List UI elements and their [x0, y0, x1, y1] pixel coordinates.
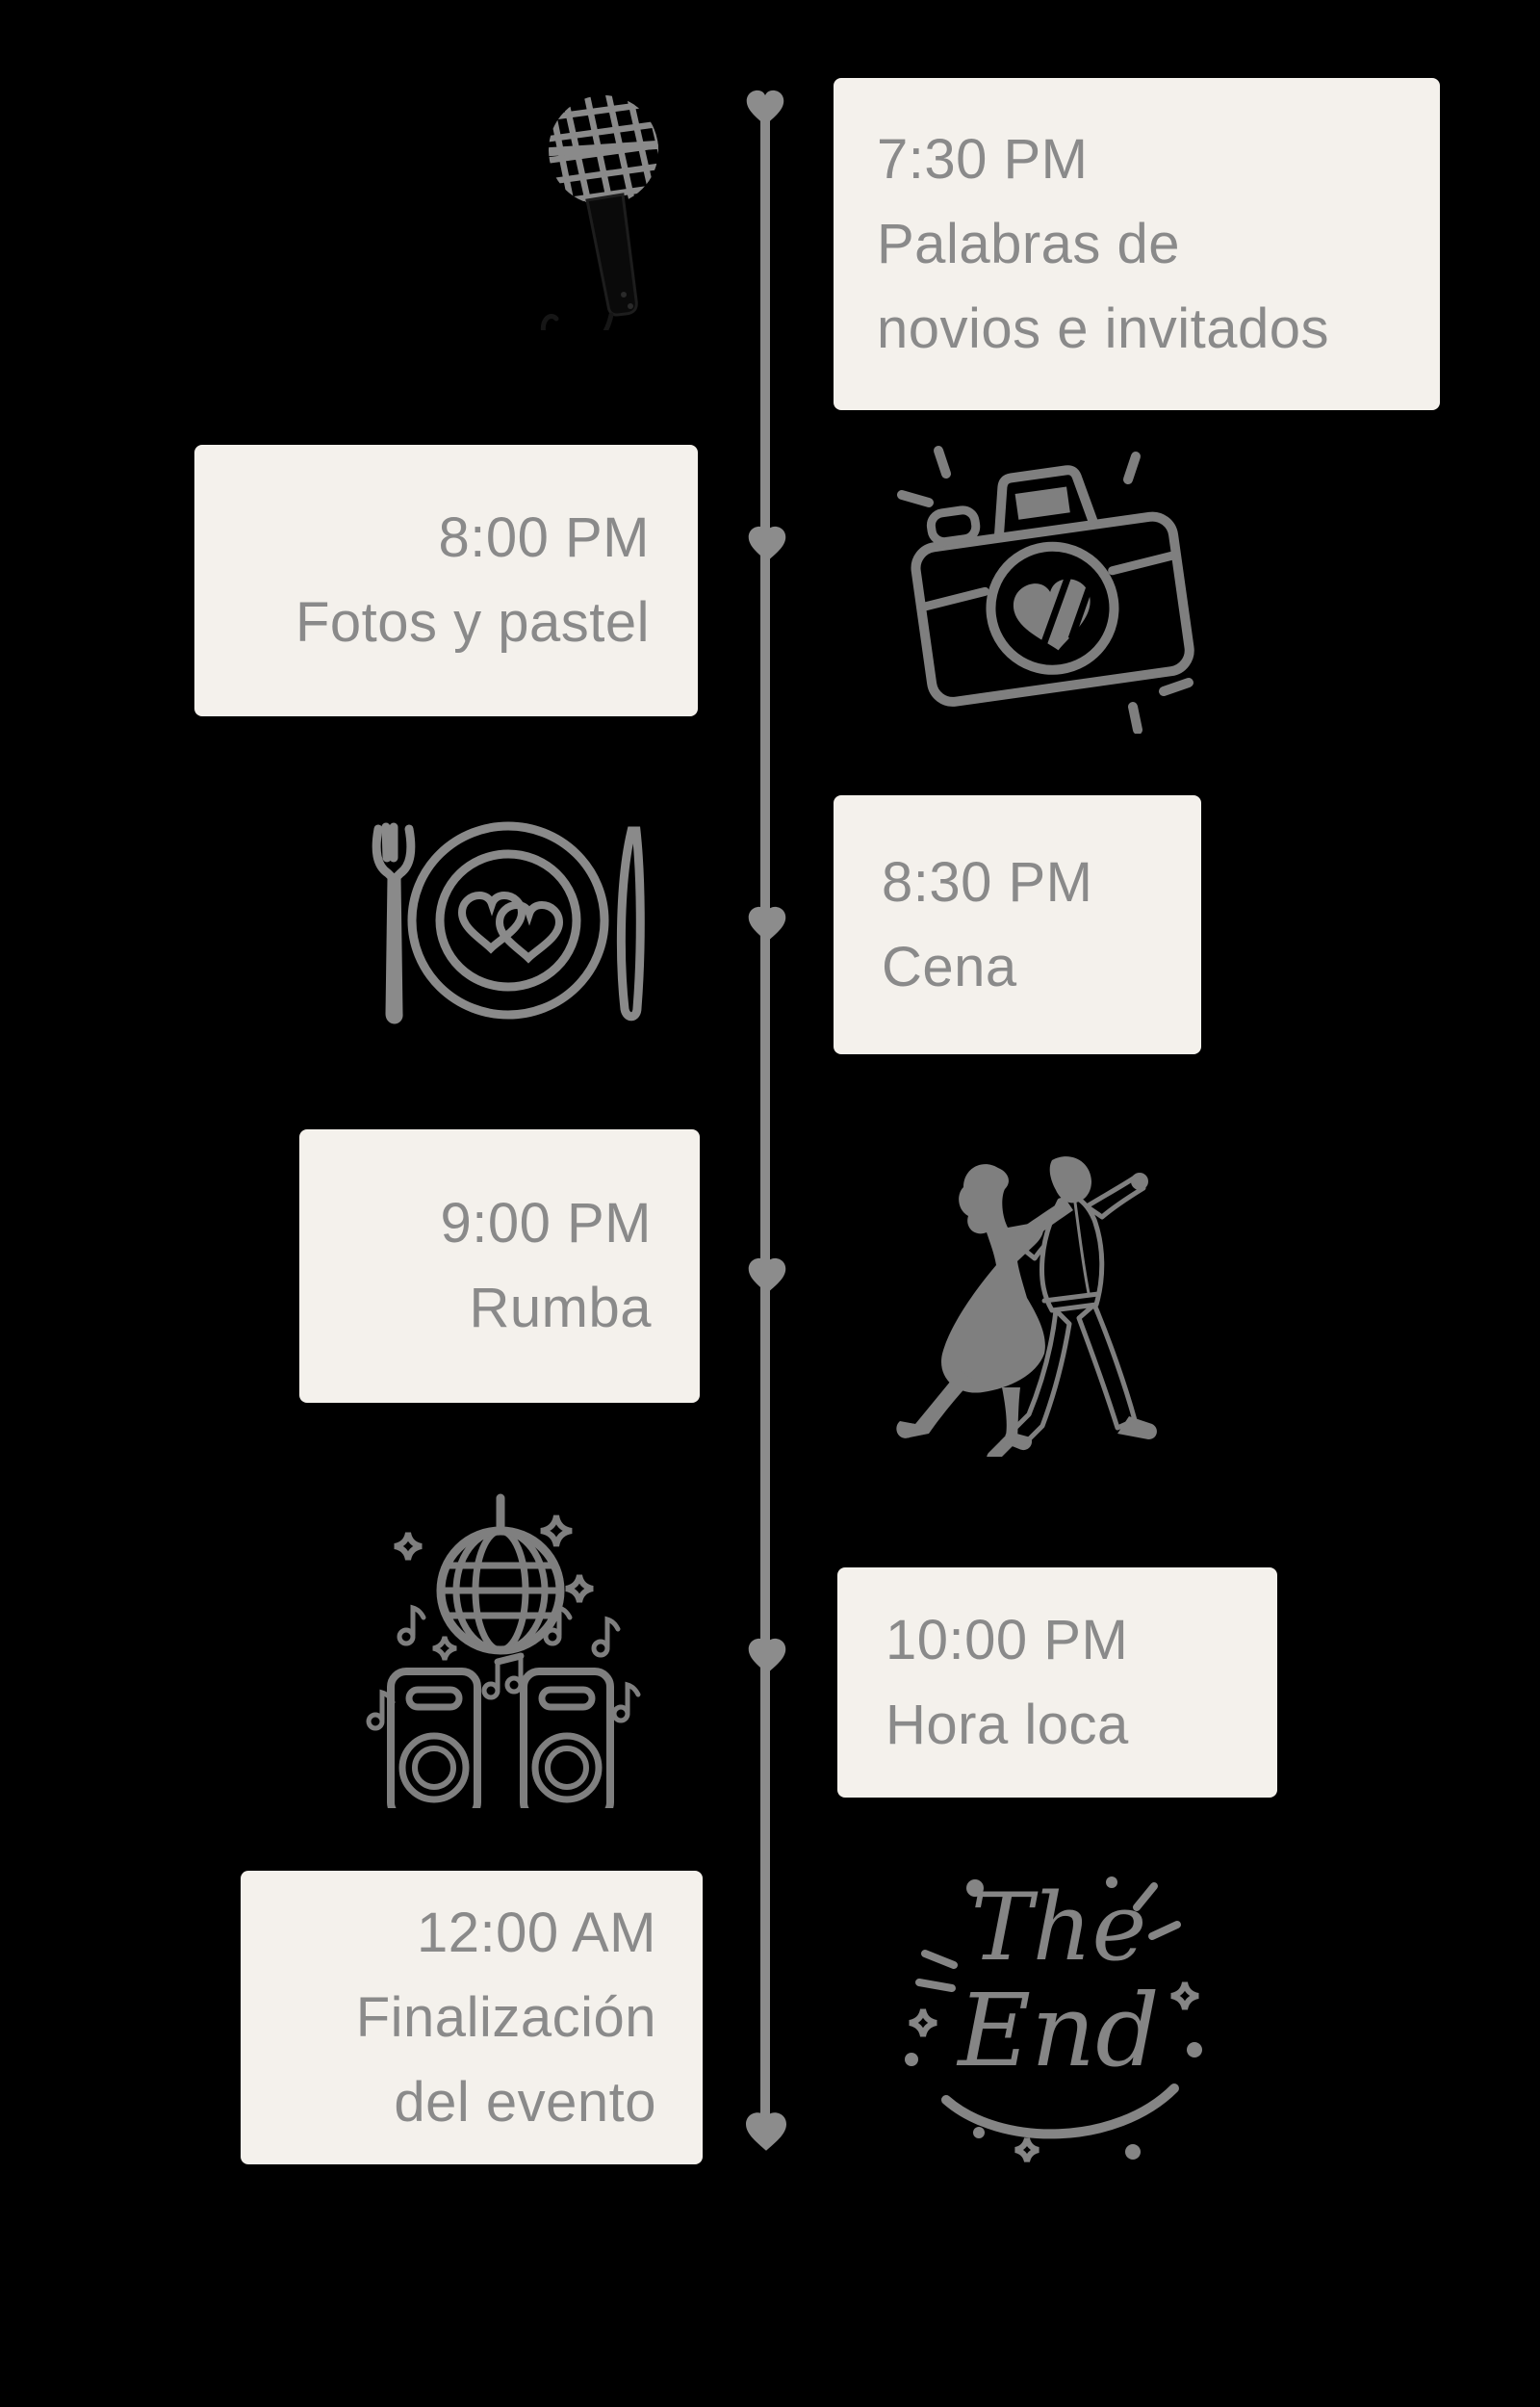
timeline-line: [760, 108, 770, 2134]
event-time: 10:00 PM: [886, 1608, 1129, 1671]
event-card-hora-loca: 10:00 PM Hora loca: [837, 1567, 1277, 1798]
event-card-palabras: 7:30 PM Palabras de novios e invitados: [834, 78, 1440, 410]
event-card-cena: 8:30 PM Cena: [834, 795, 1201, 1054]
the-end-icon: The End: [890, 1861, 1218, 2188]
camera-heart-icon: [890, 435, 1208, 738]
disco-ball-speakers-icon: [348, 1490, 656, 1822]
timeline-node-heart-icon: [746, 1637, 788, 1675]
microphone-icon: [534, 85, 679, 357]
event-title-line: del evento: [394, 2070, 656, 2134]
event-title-line: Hora loca: [886, 1693, 1129, 1756]
event-card-fotos: 8:00 PM Fotos y pastel: [194, 445, 698, 716]
event-time: 9:00 PM: [440, 1192, 652, 1255]
event-title-line: Finalización: [355, 1985, 656, 2049]
dancing-couple-icon: [890, 1139, 1169, 1463]
timeline-end-heart-icon: [743, 2110, 789, 2153]
event-time: 7:30 PM: [877, 127, 1089, 191]
event-title-line: Fotos y pastel: [295, 591, 650, 654]
timeline-start-heart-icon: [744, 89, 786, 127]
event-time: 12:00 AM: [416, 1901, 656, 1964]
the-end-word-end: End: [956, 1972, 1159, 2089]
event-title-line: novios e invitados: [877, 297, 1330, 360]
timeline-node-heart-icon: [746, 1256, 788, 1295]
timeline-node-heart-icon: [746, 525, 788, 563]
event-title-line: Palabras de: [877, 212, 1181, 275]
event-title-line: Cena: [882, 935, 1017, 998]
event-time: 8:30 PM: [882, 850, 1093, 914]
the-end-word-the: The: [971, 1874, 1147, 1981]
event-card-rumba: 9:00 PM Rumba: [299, 1129, 700, 1403]
dinner-plate-hearts-icon: [349, 812, 667, 1040]
event-title-line: Rumba: [469, 1277, 652, 1339]
timeline-node-heart-icon: [746, 905, 788, 944]
event-time: 8:00 PM: [438, 506, 650, 569]
event-card-finalizacion: 12:00 AM Finalización del evento: [241, 1871, 703, 2164]
